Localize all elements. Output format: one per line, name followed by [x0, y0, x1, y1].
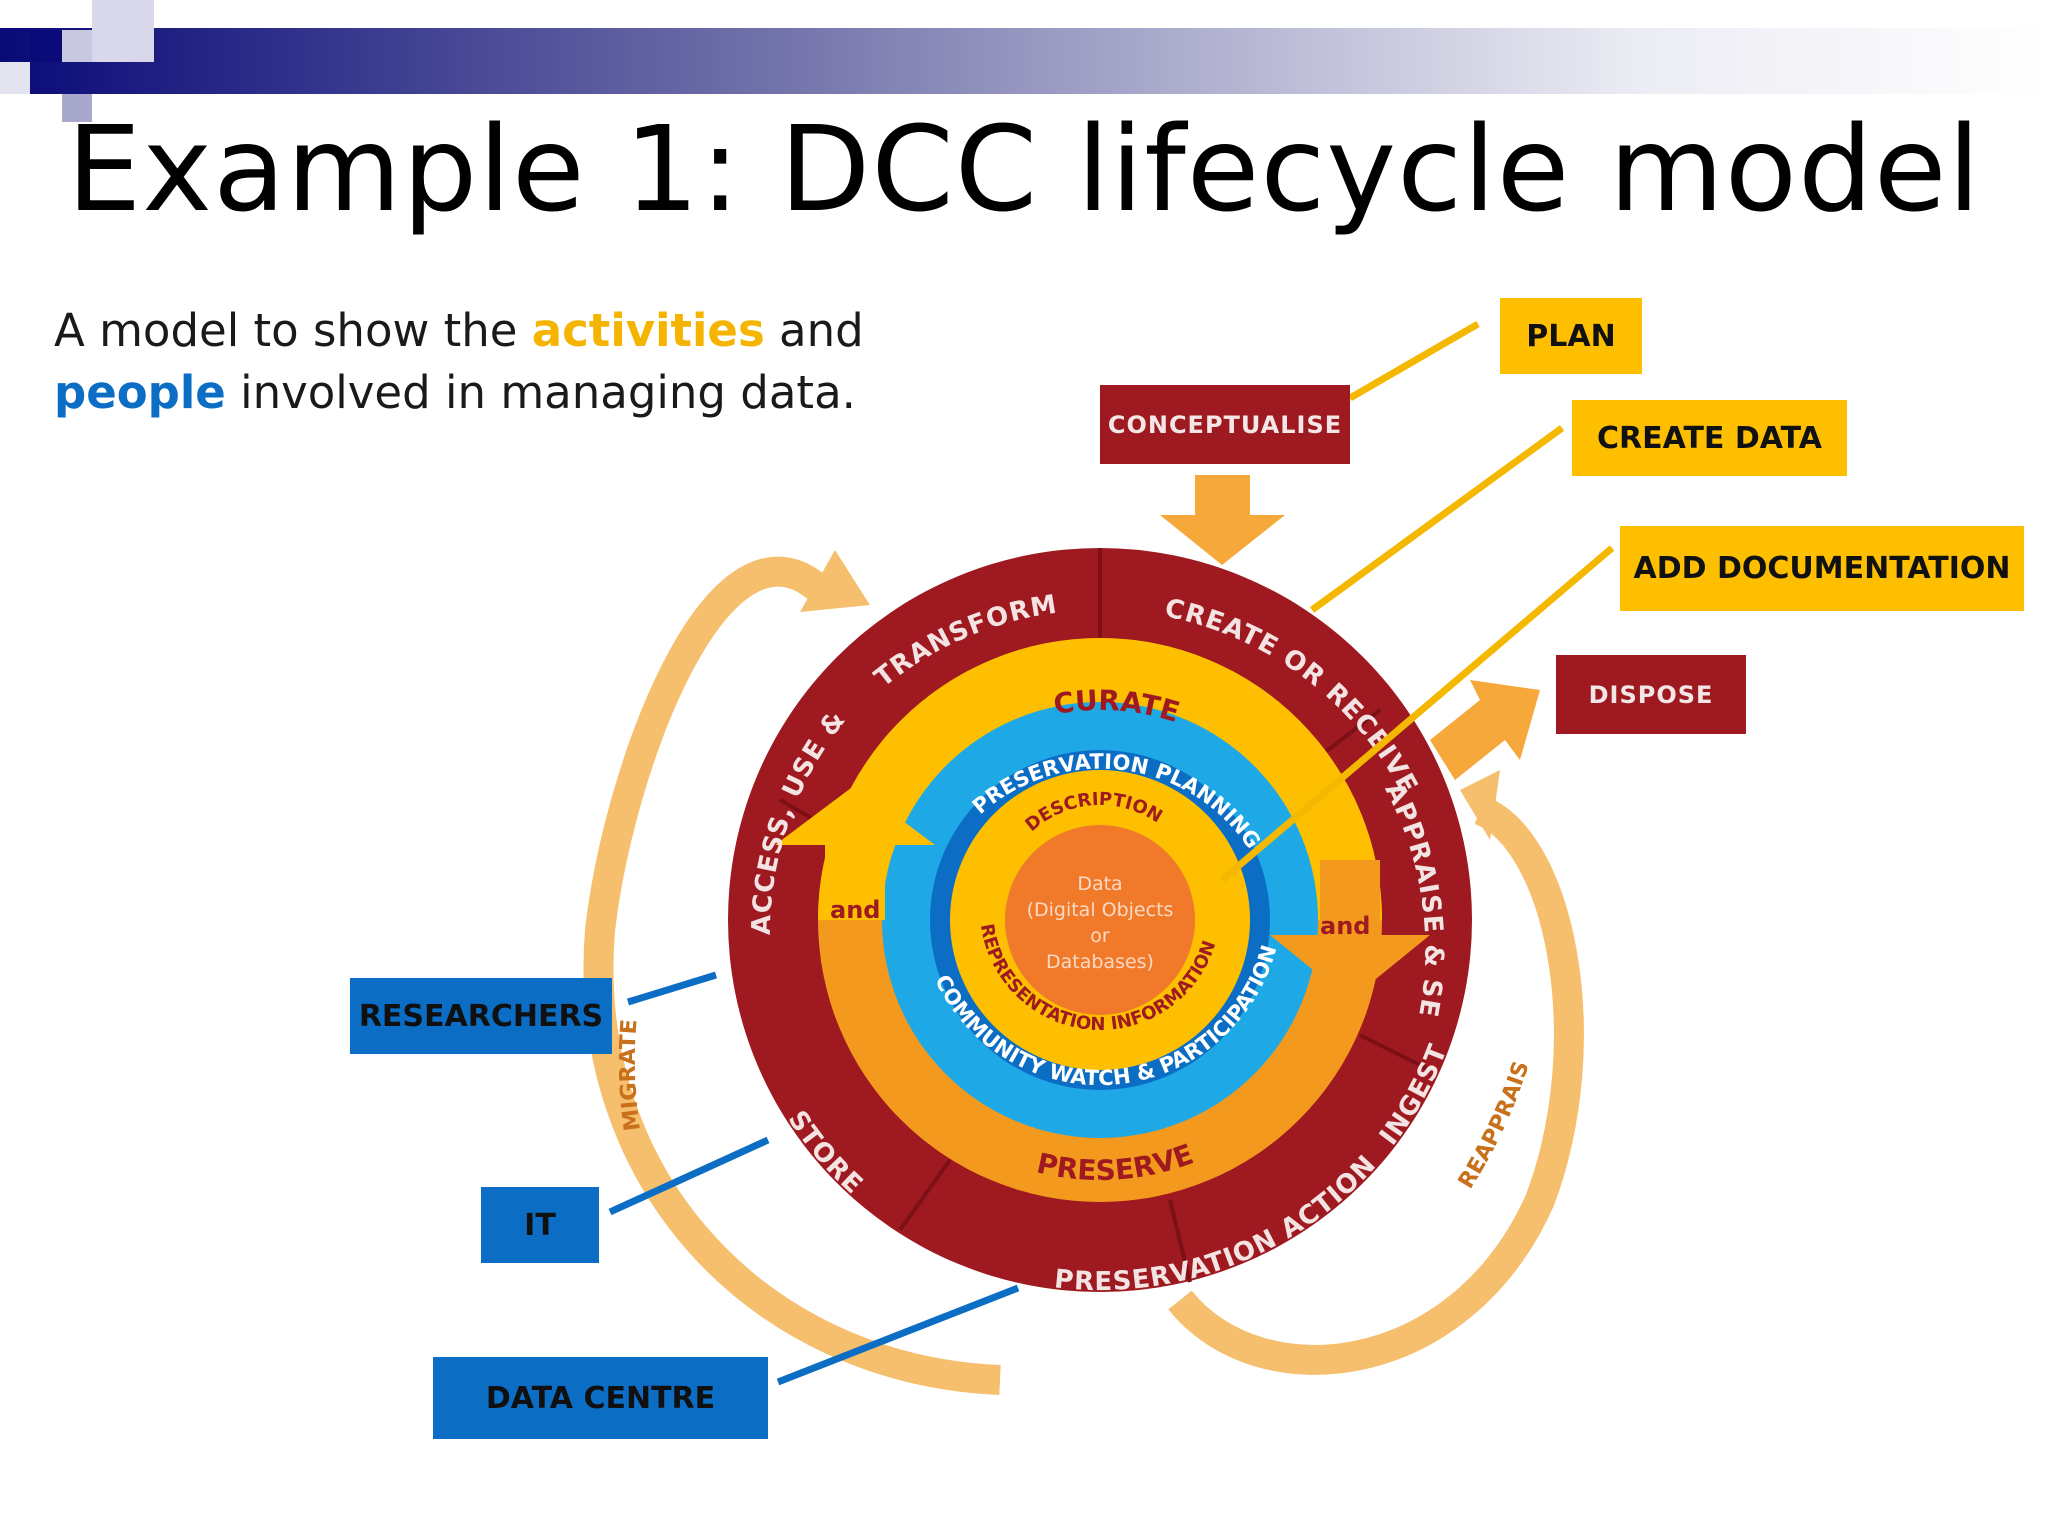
migrate-arrow — [583, 556, 1001, 1395]
dispose-box: DISPOSE — [1556, 655, 1746, 734]
conceptualise-arrow — [1160, 475, 1285, 565]
intro-people: people — [54, 366, 226, 419]
header-square-tiny — [0, 62, 30, 94]
center-line2: (Digital Objects — [1027, 899, 1174, 921]
reappraise-arrowhead — [1460, 770, 1500, 840]
access-use-reuse-label: ACCESS, USE & REUSE — [0, 0, 858, 935]
header-square-small — [62, 94, 92, 122]
people-connectors — [608, 971, 1020, 1386]
and-left-label: and — [830, 896, 880, 924]
plan-callout: PLAN — [1500, 298, 1642, 374]
migrate-label: MIGRATE — [616, 1018, 646, 1132]
activity-connectors — [1219, 320, 1615, 883]
center-line3: or — [1090, 925, 1110, 947]
conceptualise-box: CONCEPTUALISE — [1100, 385, 1350, 464]
researchers-callout: RESEARCHERS — [350, 978, 612, 1054]
migrate-arrowhead — [800, 550, 870, 612]
and-right-label: and — [1320, 912, 1370, 940]
and-left-arrow — [775, 785, 935, 920]
header-square-mid — [92, 0, 154, 62]
data-centre-callout: DATA CENTRE — [433, 1357, 768, 1439]
header-square-light — [62, 30, 92, 62]
intro-part1: A model to show the — [54, 304, 532, 357]
intro-text: A model to show the activities and peopl… — [54, 300, 864, 424]
header-square-dark — [30, 30, 62, 62]
and-right-arrow — [1270, 860, 1430, 1000]
it-callout: IT — [481, 1187, 599, 1263]
reappraise-arrow — [1168, 795, 1584, 1375]
data-center-circle — [1005, 825, 1195, 1015]
header-gradient-bar — [0, 28, 2048, 94]
intro-part2: and — [764, 304, 864, 357]
intro-part3: involved in managing data. — [225, 366, 856, 419]
dispose-arrow — [1430, 680, 1540, 780]
center-line1: Data — [1077, 873, 1122, 895]
intro-activities: activities — [531, 304, 765, 357]
create-data-callout: CREATE DATA — [1572, 400, 1847, 476]
slide-title: Example 1: DCC lifecycle model — [66, 100, 1982, 238]
center-line4: Databases) — [1046, 951, 1154, 973]
add-documentation-callout: ADD DOCUMENTATION — [1620, 526, 2024, 611]
